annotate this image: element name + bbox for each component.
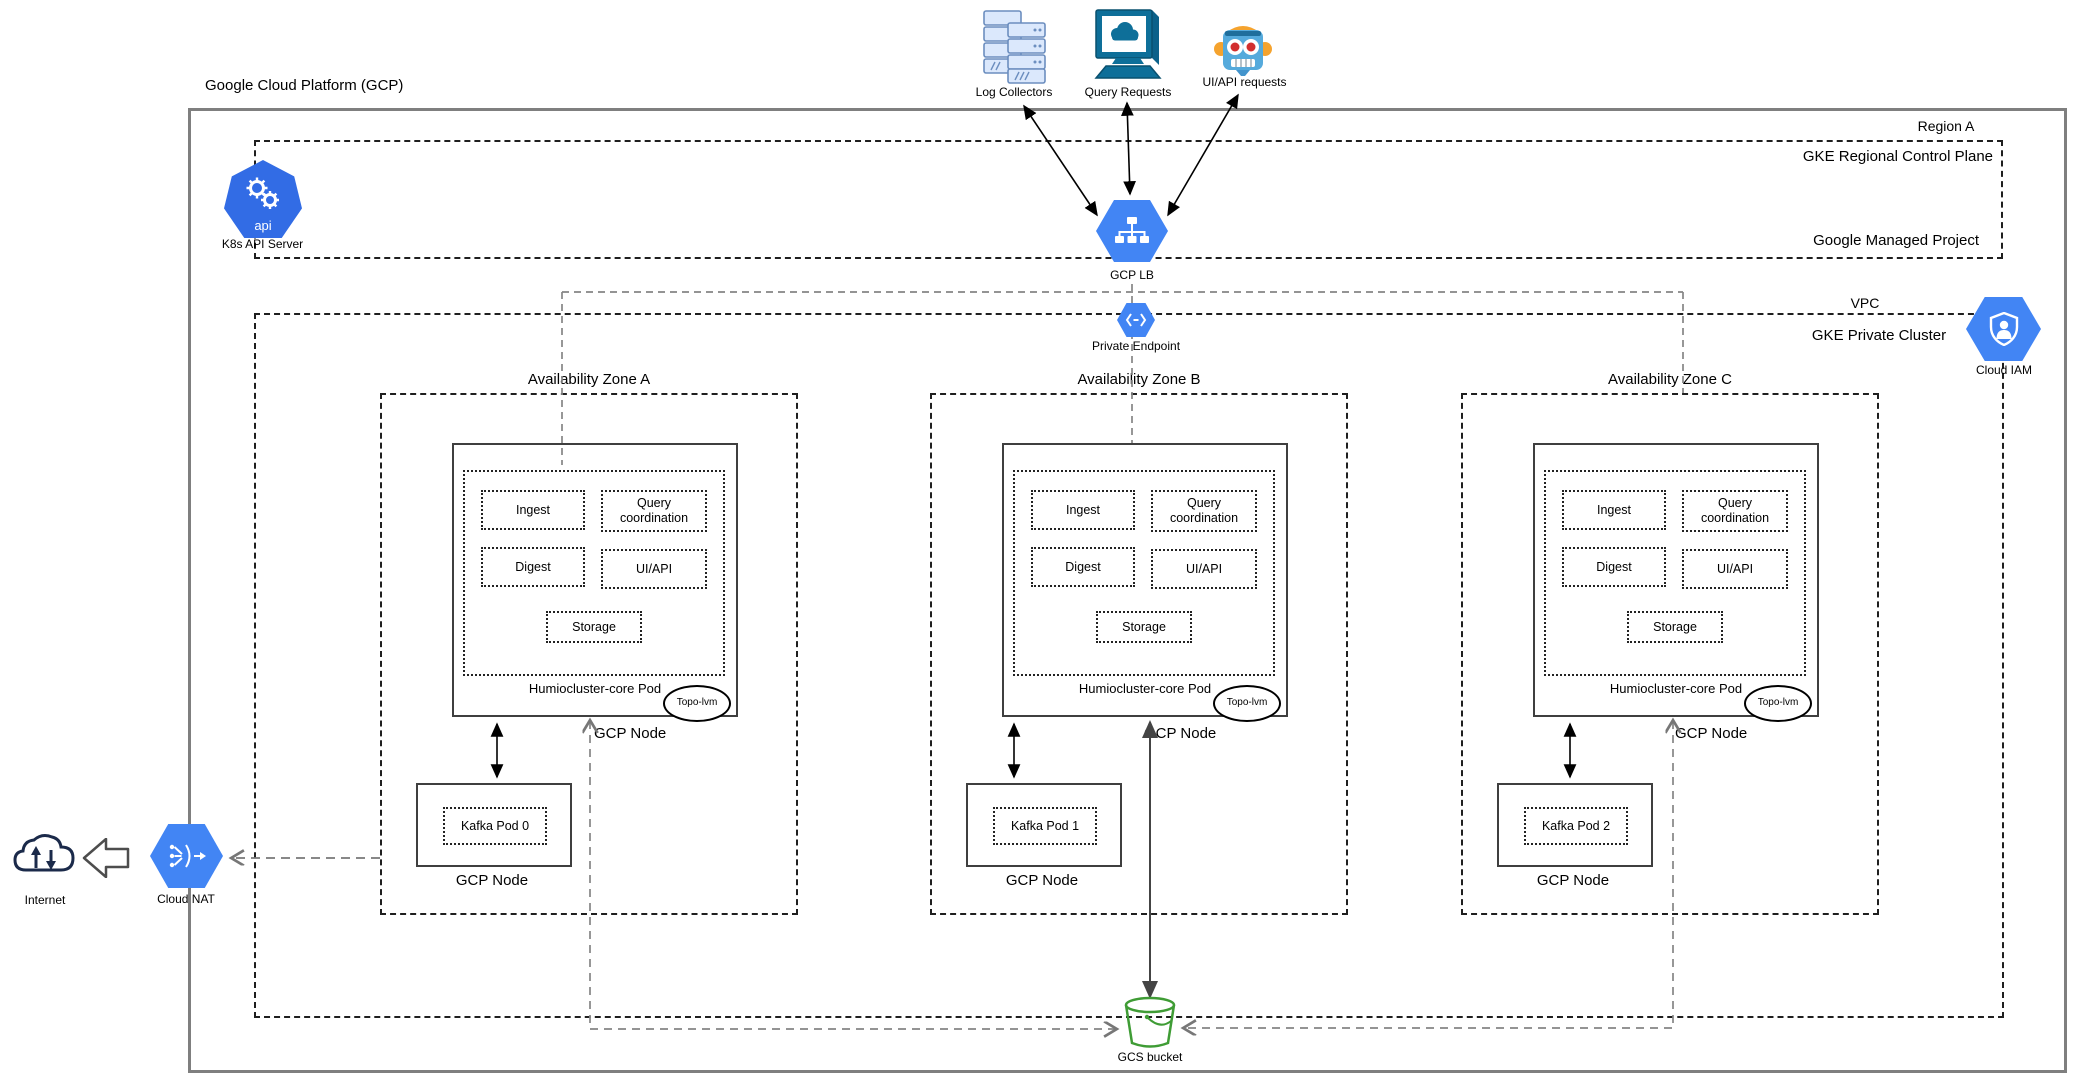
availability-zone-c: Availability Zone C Ingest Query coordin… xyxy=(1461,371,1879,915)
log-collectors-label: Log Collectors xyxy=(975,85,1053,99)
zone-c-digest: Digest xyxy=(1562,547,1666,587)
region-label: Region A xyxy=(1917,118,1975,134)
zone-c-humiocluster-pod: Ingest Query coordination Digest UI/API … xyxy=(1544,470,1806,676)
zone-c-query-coordination: Query coordination xyxy=(1682,490,1788,532)
zone-a-pod-label: Humiocluster-core Pod xyxy=(528,681,662,696)
zone-b-humiocluster-pod: Ingest Query coordination Digest UI/API … xyxy=(1013,470,1275,676)
availability-zone-a: Availability Zone A Ingest Query coordin… xyxy=(380,371,798,915)
zone-a-humio-node: Ingest Query coordination Digest UI/API … xyxy=(452,443,738,722)
gcs-bucket-icon xyxy=(1124,996,1176,1048)
zone-c-ui-api: UI/API xyxy=(1682,549,1788,589)
left-block-arrow-icon xyxy=(82,838,130,878)
internet-label: Internet xyxy=(24,893,66,907)
query-requests-label: Query Requests xyxy=(1084,85,1172,99)
zone-a-label: Availability Zone A xyxy=(527,371,651,388)
cloud-nat-icon xyxy=(150,824,223,888)
zone-a-node-label: GCP Node xyxy=(594,725,667,742)
zone-b-label: Availability Zone B xyxy=(1077,371,1201,388)
zone-c-pod-label: Humiocluster-core Pod xyxy=(1609,681,1743,696)
zone-a-digest: Digest xyxy=(481,547,585,587)
zone-a-kafka-pod: Kafka Pod 0 xyxy=(443,807,547,845)
endpoint-glyph xyxy=(1125,313,1147,327)
gears-glyph xyxy=(246,177,279,209)
zone-c-kafka-node: Kafka Pod 2 xyxy=(1497,783,1653,867)
gcp-lb-label: GCP LB xyxy=(1110,268,1154,282)
availability-zone-b: Availability Zone B Ingest Query coordin… xyxy=(930,371,1348,915)
ui-api-requests-label: UI/API requests xyxy=(1202,75,1287,89)
zone-c-label: Availability Zone C xyxy=(1608,371,1732,388)
k8s-api-server-label: K8s API Server xyxy=(221,237,304,251)
zone-a-topo-lvm-badge: Topo-lvm xyxy=(663,685,731,722)
zone-a-kafka-node-label: GCP Node xyxy=(455,872,529,889)
zone-b-pod-label: Humiocluster-core Pod xyxy=(1078,681,1212,696)
zone-b-kafka-node: Kafka Pod 1 xyxy=(966,783,1122,867)
nat-glyph xyxy=(169,844,206,868)
zone-b-query-coordination: Query coordination xyxy=(1151,490,1257,532)
diagram-title: Google Cloud Platform (GCP) xyxy=(205,77,404,94)
query-requests-icon xyxy=(1094,9,1162,79)
zone-b-ingest: Ingest xyxy=(1031,490,1135,530)
zone-b-kafka-pod: Kafka Pod 1 xyxy=(993,807,1097,845)
zone-a-kafka-node: Kafka Pod 0 xyxy=(416,783,572,867)
zone-c-node-label: GCP Node xyxy=(1675,725,1748,742)
zone-c-kafka-node-label: GCP Node xyxy=(1536,872,1610,889)
zone-c-storage: Storage xyxy=(1627,611,1723,643)
zone-a-storage: Storage xyxy=(546,611,642,643)
zone-b-node-label: GCP Node xyxy=(1144,725,1217,742)
gcs-bucket-label: GCS bucket xyxy=(1117,1050,1183,1064)
zone-b-storage: Storage xyxy=(1096,611,1192,643)
zone-b-digest: Digest xyxy=(1031,547,1135,587)
internet-icon xyxy=(13,834,75,872)
zone-c-topo-lvm-badge: Topo-lvm xyxy=(1744,685,1812,722)
private-endpoint-label: Private Endpoint xyxy=(1091,339,1181,353)
zone-b-topo-lvm-badge: Topo-lvm xyxy=(1213,685,1281,722)
log-collectors-icon xyxy=(983,10,1046,84)
zone-c-kafka-pod: Kafka Pod 2 xyxy=(1524,807,1628,845)
cloud-nat-label: Cloud NAT xyxy=(157,892,215,906)
gke-private-cluster-label: GKE Private Cluster xyxy=(1811,327,1947,344)
load-balancer-glyph xyxy=(1115,217,1149,243)
vpc-label: VPC xyxy=(1850,295,1880,311)
google-managed-project-label: Google Managed Project xyxy=(1813,231,1979,249)
zone-a-ingest: Ingest xyxy=(481,490,585,530)
ui-api-requests-icon xyxy=(1214,26,1272,76)
zone-b-humio-node: Ingest Query coordination Digest UI/API … xyxy=(1002,443,1288,722)
gke-control-plane-label: GKE Regional Control Plane xyxy=(1802,148,1993,165)
cloud-iam-label: Cloud IAM xyxy=(1975,363,2033,377)
zone-a-query-coordination: Query coordination xyxy=(601,490,707,532)
zone-b-ui-api: UI/API xyxy=(1151,549,1257,589)
api-icon-text: api xyxy=(254,218,272,234)
zone-a-ui-api: UI/API xyxy=(601,549,707,589)
shield-user-glyph xyxy=(1989,312,2018,346)
private-endpoint-icon xyxy=(1117,303,1155,337)
zone-c-humio-node: Ingest Query coordination Digest UI/API … xyxy=(1533,443,1819,722)
zone-b-kafka-node-label: GCP Node xyxy=(1005,872,1079,889)
zone-a-humiocluster-pod: Ingest Query coordination Digest UI/API … xyxy=(463,470,725,676)
zone-c-ingest: Ingest xyxy=(1562,490,1666,530)
